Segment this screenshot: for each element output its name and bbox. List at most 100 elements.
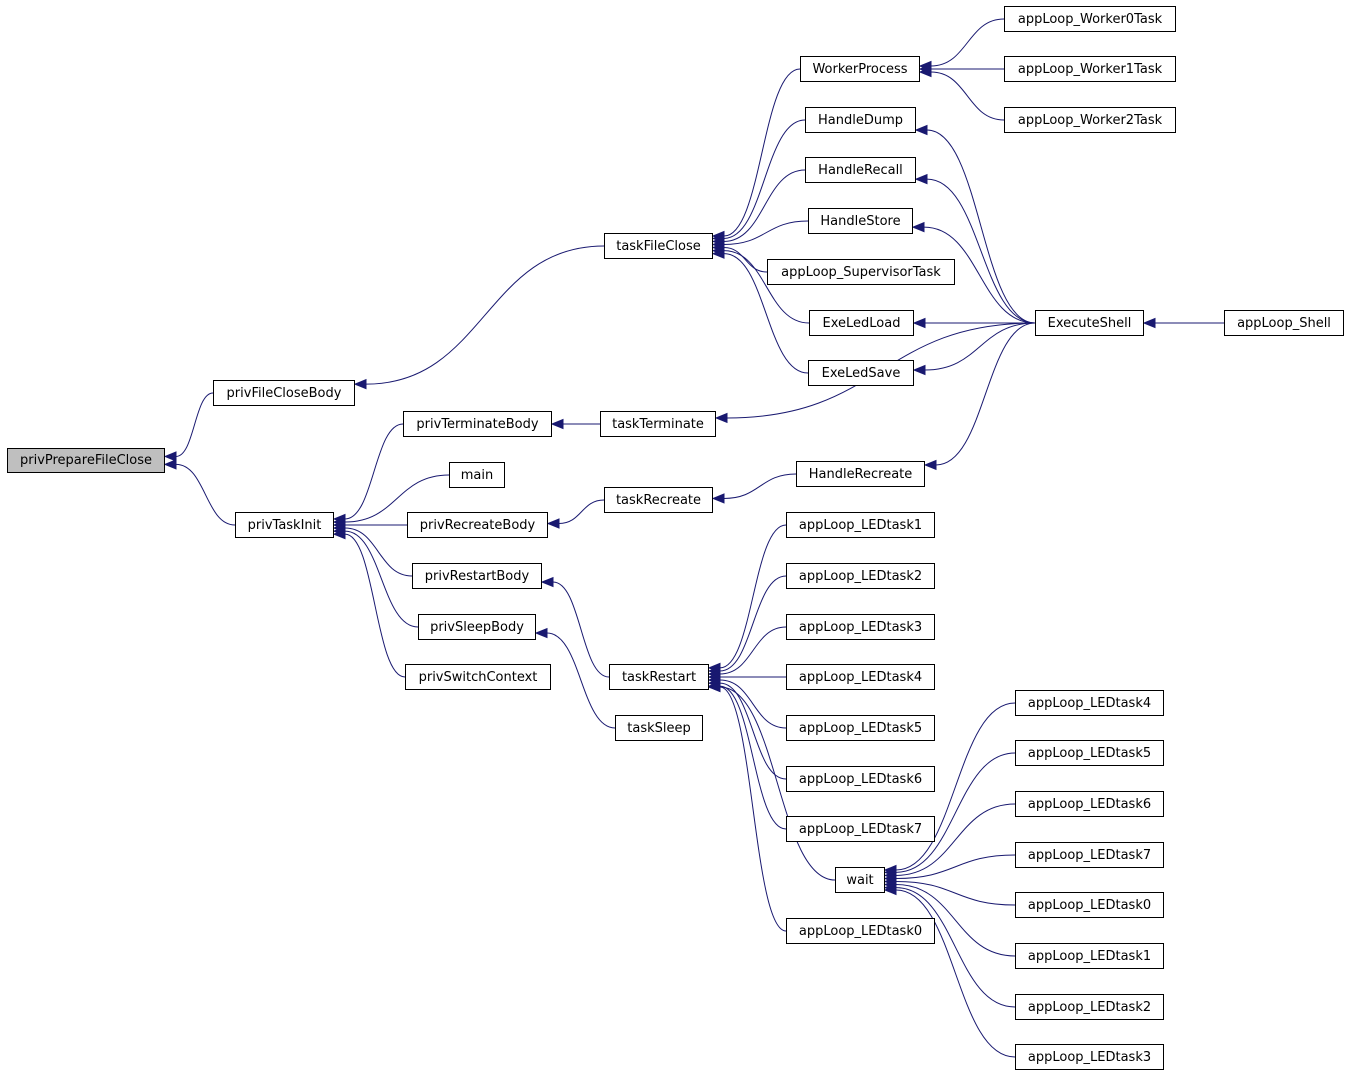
node-app-loop-worker2-task[interactable]: appLoop_Worker2Task — [1004, 107, 1176, 133]
edge-priv-terminate-body-to-priv-task-init — [344, 423, 404, 520]
node-exe-led-load[interactable]: ExeLedLoad — [809, 310, 914, 336]
node-r-ledtask7[interactable]: appLoop_LEDtask7 — [1015, 842, 1164, 868]
edge-execute-shell-to-handle-recall — [926, 178, 1036, 324]
node-m-ledtask3[interactable]: appLoop_LEDtask3 — [786, 614, 935, 640]
edge-priv-restart-body-to-priv-task-init — [344, 527, 413, 577]
edge-app-loop-worker2-task-to-worker-process — [930, 71, 1005, 121]
edge-handle-recall-to-task-file-close — [723, 169, 806, 242]
node-handle-recreate[interactable]: HandleRecreate — [796, 461, 925, 487]
arrowhead-priv-terminate-body — [550, 418, 564, 430]
edge-r-ledtask6-to-wait — [895, 803, 1016, 876]
arrowhead-handle-recall — [914, 173, 928, 185]
node-r-ledtask0[interactable]: appLoop_LEDtask0 — [1015, 892, 1164, 918]
edge-m-ledtask1-to-task-restart — [719, 524, 787, 669]
node-handle-store[interactable]: HandleStore — [808, 208, 913, 234]
node-worker-process[interactable]: WorkerProcess — [800, 56, 920, 82]
node-task-sleep[interactable]: taskSleep — [615, 715, 703, 741]
edge-r-ledtask0-to-wait — [895, 881, 1016, 906]
node-task-restart[interactable]: taskRestart — [609, 664, 709, 690]
node-app-loop-worker1-task[interactable]: appLoop_Worker1Task — [1004, 56, 1176, 82]
node-handle-dump[interactable]: HandleDump — [805, 107, 916, 133]
edge-r-ledtask2-to-wait — [895, 887, 1016, 1008]
arrowhead-priv-sleep-body — [534, 627, 548, 639]
arrowhead-task-recreate — [711, 493, 725, 504]
node-priv-restart-body[interactable]: privRestartBody — [412, 563, 542, 589]
arrowhead-execute-shell — [1142, 317, 1156, 329]
arrowhead-task-file-close — [711, 248, 725, 259]
edge-r-ledtask7-to-wait — [895, 854, 1016, 879]
node-priv-task-init[interactable]: privTaskInit — [235, 512, 334, 538]
node-priv-prepare-file-close[interactable]: privPrepareFileClose — [7, 448, 165, 473]
node-priv-sleep-body[interactable]: privSleepBody — [418, 614, 536, 640]
node-m-ledtask5[interactable]: appLoop_LEDtask5 — [786, 715, 935, 741]
edge-worker-process-to-task-file-close — [723, 68, 801, 237]
edge-task-recreate-to-priv-recreate-body — [558, 499, 605, 524]
node-m-ledtask7[interactable]: appLoop_LEDtask7 — [786, 816, 935, 842]
node-r-ledtask1[interactable]: appLoop_LEDtask1 — [1015, 943, 1164, 969]
node-app-loop-worker0-task[interactable]: appLoop_Worker0Task — [1004, 6, 1176, 32]
edge-execute-shell-to-exe-led-save — [924, 322, 1036, 371]
node-priv-terminate-body[interactable]: privTerminateBody — [403, 411, 552, 437]
node-m-ledtask4[interactable]: appLoop_LEDtask4 — [786, 664, 935, 690]
edge-m-ledtask5-to-task-restart — [719, 679, 787, 729]
node-task-terminate[interactable]: taskTerminate — [600, 411, 716, 437]
edge-execute-shell-to-handle-store — [923, 226, 1036, 324]
edge-main-to-priv-task-init — [344, 474, 450, 523]
edge-priv-file-close-body-to-priv-prepare-file-close — [175, 392, 214, 457]
node-priv-switch-context[interactable]: privSwitchContext — [405, 664, 551, 690]
arrowhead-handle-store — [911, 221, 925, 233]
node-r-ledtask6[interactable]: appLoop_LEDtask6 — [1015, 791, 1164, 817]
node-r-ledtask3[interactable]: appLoop_LEDtask3 — [1015, 1044, 1164, 1070]
node-r-ledtask4[interactable]: appLoop_LEDtask4 — [1015, 690, 1164, 716]
arrowhead-handle-recreate — [923, 459, 937, 471]
edge-task-file-close-to-priv-file-close-body — [365, 245, 605, 385]
node-execute-shell[interactable]: ExecuteShell — [1035, 310, 1144, 336]
node-task-recreate[interactable]: taskRecreate — [604, 487, 713, 513]
node-app-loop-shell[interactable]: appLoop_Shell — [1224, 310, 1344, 336]
node-priv-recreate-body[interactable]: privRecreateBody — [407, 512, 548, 538]
node-app-loop-supervisor-task[interactable]: appLoop_SupervisorTask — [767, 259, 955, 285]
edge-handle-dump-to-task-file-close — [723, 119, 806, 239]
node-main[interactable]: main — [449, 462, 505, 488]
edge-task-restart-to-priv-restart-body — [552, 581, 610, 678]
edge-exe-led-load-to-task-file-close — [723, 250, 810, 324]
edge-handle-store-to-task-file-close — [723, 220, 809, 245]
arrowhead-priv-prepare-file-close — [163, 459, 177, 470]
node-exe-led-save[interactable]: ExeLedSave — [808, 360, 914, 386]
node-priv-file-close-body[interactable]: privFileCloseBody — [213, 380, 355, 406]
node-task-file-close[interactable]: taskFileClose — [604, 233, 713, 259]
edge-m-ledtask2-to-task-restart — [719, 575, 787, 672]
edge-m-ledtask7-to-task-restart — [719, 685, 787, 830]
edge-wait-to-task-restart — [719, 686, 836, 881]
node-r-ledtask5[interactable]: appLoop_LEDtask5 — [1015, 740, 1164, 766]
arrowhead-priv-restart-body — [540, 576, 554, 588]
edge-m-ledtask6-to-task-restart — [719, 682, 787, 780]
arrowhead-priv-prepare-file-close — [163, 451, 177, 462]
arrowhead-priv-task-init — [332, 528, 346, 540]
edge-priv-task-init-to-priv-prepare-file-close — [175, 463, 236, 526]
node-m-ledtask2[interactable]: appLoop_LEDtask2 — [786, 563, 935, 589]
edge-r-ledtask4-to-wait — [895, 702, 1016, 871]
arrowhead-exe-led-load — [912, 317, 926, 329]
node-m-ledtask0[interactable]: appLoop_LEDtask0 — [786, 918, 935, 944]
edge-task-sleep-to-priv-sleep-body — [546, 632, 616, 729]
node-wait[interactable]: wait — [835, 867, 885, 893]
node-r-ledtask2[interactable]: appLoop_LEDtask2 — [1015, 994, 1164, 1020]
node-m-ledtask1[interactable]: appLoop_LEDtask1 — [786, 512, 935, 538]
edge-m-ledtask0-to-task-restart — [719, 686, 787, 932]
edge-priv-switch-context-to-priv-task-init — [344, 533, 406, 678]
edge-r-ledtask1-to-wait — [895, 884, 1016, 957]
edge-m-ledtask3-to-task-restart — [719, 626, 787, 675]
node-m-ledtask6[interactable]: appLoop_LEDtask6 — [786, 766, 935, 792]
arrowhead-priv-file-close-body — [353, 378, 367, 390]
arrowhead-worker-process — [918, 66, 932, 78]
arrowhead-task-restart — [707, 681, 721, 693]
edge-priv-sleep-body-to-priv-task-init — [344, 530, 419, 628]
arrowhead-handle-dump — [914, 124, 928, 136]
arrowhead-exe-led-save — [912, 364, 926, 376]
arrowhead-task-terminate — [714, 412, 728, 424]
node-handle-recall[interactable]: HandleRecall — [805, 157, 916, 183]
edge-handle-recreate-to-task-recreate — [723, 473, 797, 499]
